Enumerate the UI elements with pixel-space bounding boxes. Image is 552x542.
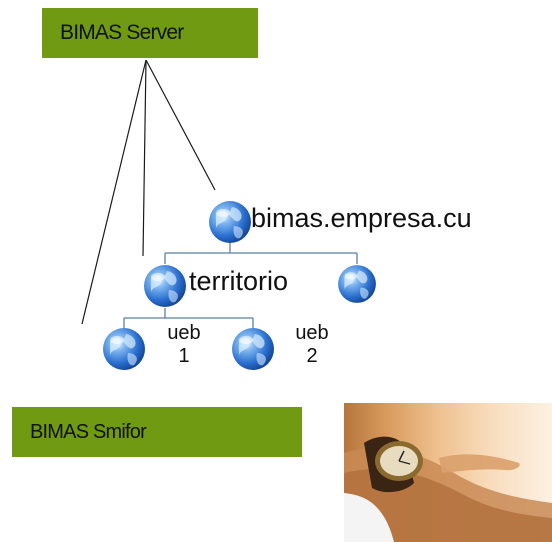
node-label-root: bimas.empresa.cu: [251, 203, 472, 233]
server-connector-lines: [81, 59, 216, 325]
wristwatch-photo: [344, 403, 552, 542]
ueb1-line1: ueb: [167, 322, 201, 344]
wristwatch-illustration: [344, 436, 552, 542]
server-line-middle: [142, 59, 147, 257]
globe-icon-unnamed: [338, 265, 376, 303]
globe-icon-ueb2: [232, 328, 274, 370]
ueb1-line2: 1: [178, 345, 190, 367]
globe-icon-root: [209, 201, 251, 243]
node-label-ueb1: ueb 1: [162, 322, 206, 368]
server-line-right: [145, 59, 216, 191]
ueb2-line2: 2: [306, 345, 318, 367]
globe-icon-territorio: [144, 265, 186, 307]
bimas-smifor-box: BIMAS Smifor: [12, 407, 302, 457]
bimas-server-box: BIMAS Server: [42, 8, 258, 58]
node-label-ueb2: ueb 2: [290, 322, 334, 368]
bimas-smifor-label: BIMAS Smifor: [30, 420, 147, 443]
ueb2-line1: ueb: [295, 322, 329, 344]
server-line-left: [81, 59, 147, 325]
globe-icon-ueb1: [103, 328, 145, 370]
tree-connectors: [123, 243, 358, 328]
node-label-territorio: territorio: [189, 266, 289, 296]
bimas-server-label: BIMAS Server: [60, 21, 184, 44]
